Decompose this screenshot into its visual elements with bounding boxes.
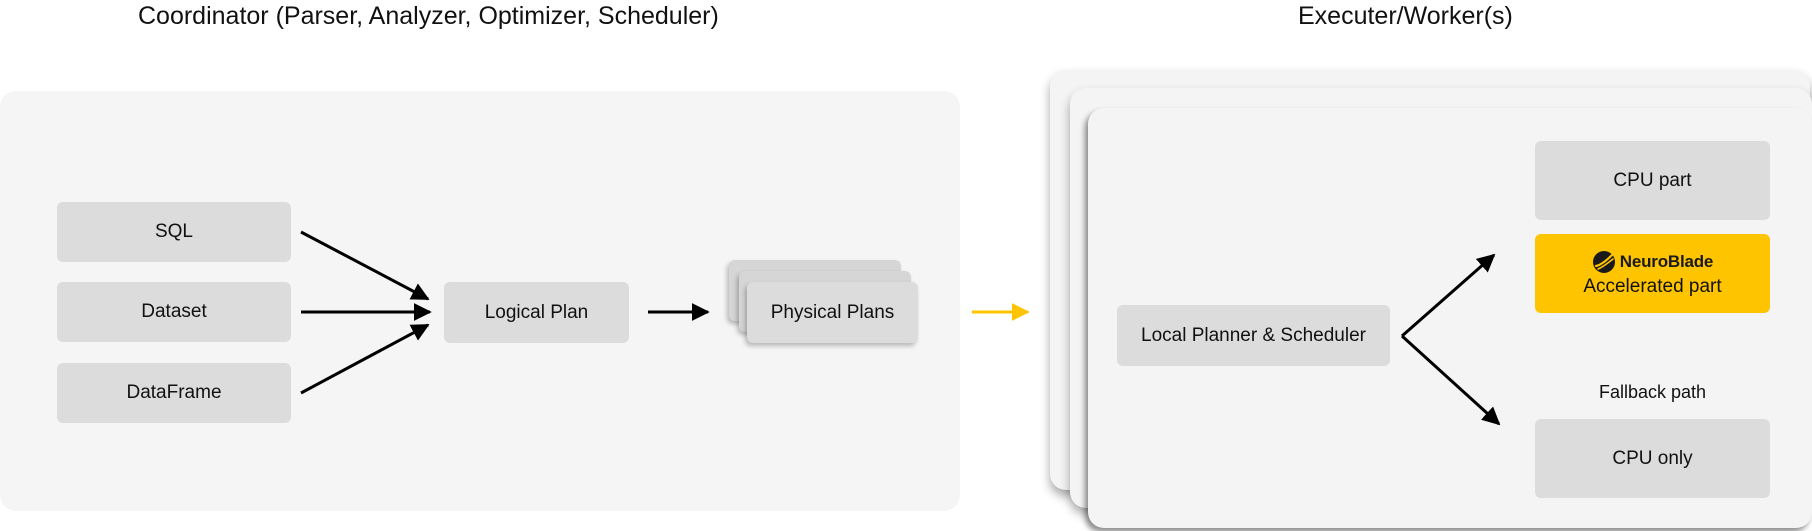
executer-title: Executer/Worker(s) bbox=[1298, 2, 1513, 30]
sql-input-box: SQL bbox=[57, 202, 291, 262]
dataframe-input-box: DataFrame bbox=[57, 363, 291, 423]
cpu-part-box: CPU part bbox=[1535, 141, 1770, 220]
logical-plan-box: Logical Plan bbox=[444, 282, 629, 343]
brand-name: NeuroBlade bbox=[1619, 251, 1714, 271]
neuroblade-logo-icon bbox=[1592, 250, 1615, 273]
dataset-input-box: Dataset bbox=[57, 282, 291, 342]
accelerated-part-label: Accelerated part bbox=[1583, 275, 1722, 297]
fallback-path-label: Fallback path bbox=[1598, 382, 1707, 402]
accelerated-part-box: NeuroBlade Accelerated part bbox=[1535, 234, 1770, 313]
brand-logo: NeuroBlade bbox=[1592, 250, 1713, 274]
cpu-only-box: CPU only bbox=[1535, 419, 1770, 498]
coordinator-title: Coordinator (Parser, Analyzer, Optimizer… bbox=[138, 2, 719, 30]
local-planner-box: Local Planner & Scheduler bbox=[1117, 305, 1390, 366]
physical-plans-box: Physical Plans bbox=[747, 282, 918, 343]
